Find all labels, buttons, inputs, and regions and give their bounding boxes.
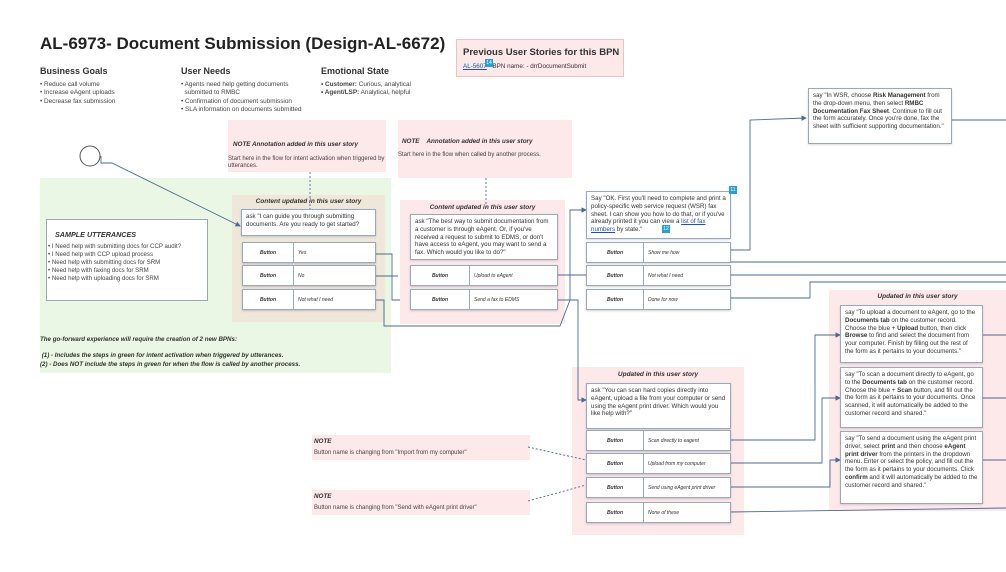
ask-card-1: ask "I can guide you through submitting … (241, 209, 376, 236)
utterance-list: • I Need help with submitting docs for C… (48, 243, 181, 283)
say-card-3: Say "OK. First you'll need to complete a… (586, 191, 731, 239)
sample-utterances-box: SAMPLE UTTERANCES (46, 219, 208, 301)
say-card-8: say "To send a document using the eAgent… (840, 431, 983, 504)
note-1-body: Start here in the flow for intent activa… (228, 156, 385, 170)
story-link[interactable]: AL-5607 (463, 63, 487, 70)
list-item: • Increase eAgent uploads (40, 89, 115, 97)
note-2-title: NOTE Annotation added in this user story (402, 138, 533, 145)
note-region-4 (312, 490, 530, 515)
list-item: • Need help with faxing docs for SRM (48, 267, 149, 274)
section-label-1: Content updated in this user story (255, 198, 362, 205)
list-item: • I Need help with CCP upload process (48, 251, 153, 258)
list-item: • Customer: Curious, analytical (321, 81, 411, 88)
list-item: • Agents need help getting documents (181, 81, 289, 88)
previous-stories-box: Previous User Stories for this BPN AL-56… (456, 39, 624, 77)
previous-stories-heading: Previous User Stories for this BPN (463, 47, 620, 58)
business-goals-list: • Reduce call volume • Increase eAgent u… (40, 81, 115, 106)
note-region-3 (312, 435, 530, 460)
say-card-5: say "In WSR, choose Risk Management from… (808, 88, 952, 144)
fax-numbers-link[interactable]: list of fax numbers (591, 218, 706, 234)
sample-utterances-heading: SAMPLE UTTERANCES (55, 230, 137, 239)
ask-card-4: ask "You can scan hard copies directly i… (586, 383, 731, 429)
list-item: • SLA information on documents submitted (181, 105, 302, 113)
note-3-title: NOTE (314, 438, 332, 445)
note-3-body: Button name is changing from "Import fro… (314, 450, 467, 456)
say-card-6: say "To upload a document to eAgent, go … (840, 305, 983, 363)
footer-line-3: (2) - Does NOT include the steps in gree… (40, 361, 301, 368)
list-item: • Need help with uploading docs for SRM (48, 275, 159, 282)
list-item: • Confirmation of document submission (181, 97, 292, 105)
note-region-1 (228, 120, 386, 172)
list-item: submitted to RMBC (181, 89, 240, 97)
say-card-7: say "To scan a document directly to eAge… (840, 367, 983, 428)
previous-stories-line: AL-5607 - BPN name: - drrDocumentSubmit (463, 63, 587, 70)
section-label-4: Updated in this user story (877, 293, 958, 300)
note-region-2 (398, 120, 572, 178)
comment-badge[interactable]: 12 (662, 225, 670, 233)
footer-line-2: (1) - Includes the steps in green for in… (40, 352, 284, 359)
list-item: • Decrease fax submission (40, 97, 116, 105)
note-4-title: NOTE (314, 493, 332, 500)
section-label-3: Updated in this user story (617, 371, 699, 378)
page-title: AL-6973- Document Submission (Design-AL-… (40, 34, 446, 53)
user-needs-heading: User Needs (181, 66, 231, 76)
note-1-title: NOTE Annotation added in this user story (233, 141, 359, 148)
user-needs-list: • Agents need help getting documents sub… (181, 81, 302, 114)
note-2-body: Start here in the flow when called by an… (398, 152, 541, 158)
list-item: • I Need help with submitting docs for C… (48, 243, 182, 250)
list-item: • Agent/LSP: Analytical, helpful (321, 89, 411, 97)
emotional-state-list: • Customer: Curious, analytical • Agent/… (321, 81, 411, 98)
footer-line-1: The go-forward experience will require t… (40, 336, 238, 343)
emotional-state-heading: Emotional State (321, 66, 390, 76)
ask-card-2: ask "The best way to submit documentatio… (410, 214, 558, 260)
section-label-2: Content updated in this user story (429, 204, 536, 211)
business-goals-heading: Business Goals (40, 66, 108, 76)
comment-badge[interactable]: 14 (485, 59, 493, 67)
list-item: • Need help with submitting docs for SRM (48, 259, 161, 266)
note-4-body: Button name is changing from "Send with … (314, 505, 477, 511)
list-item: • Reduce call volume (40, 81, 100, 88)
comment-badge[interactable]: 11 (729, 186, 737, 194)
